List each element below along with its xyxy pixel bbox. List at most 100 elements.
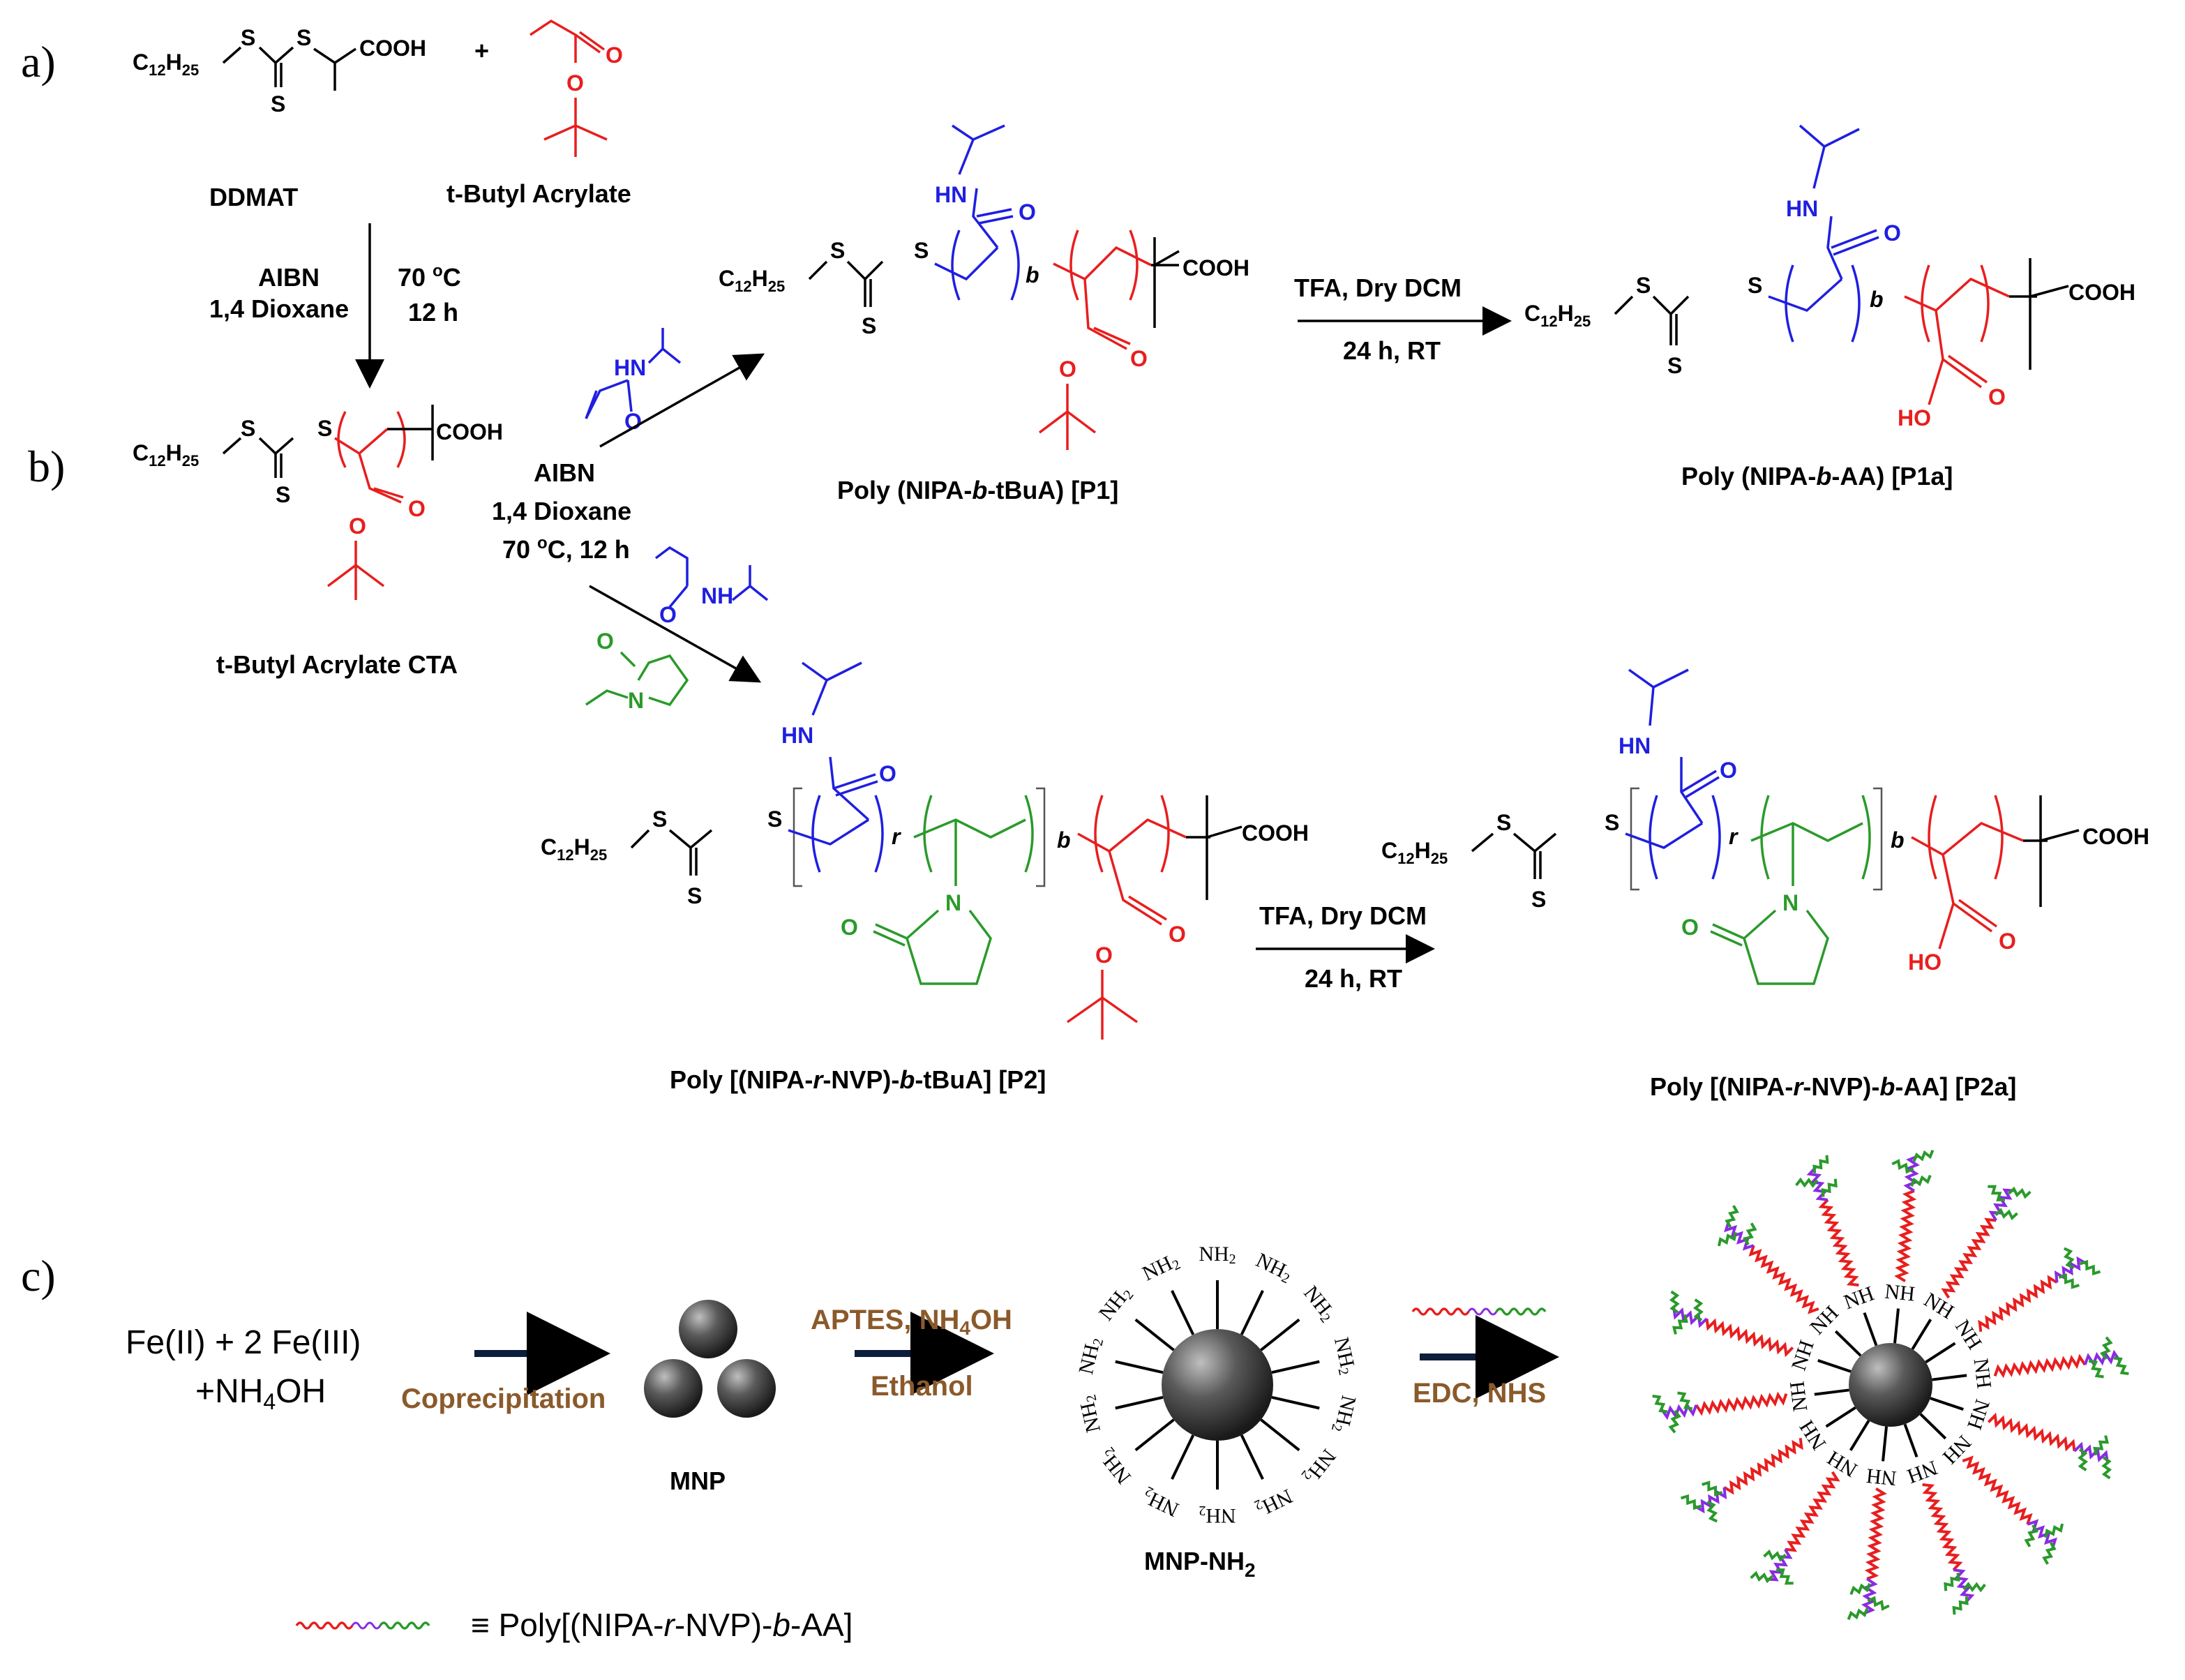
- polymer-chain: [2008, 1186, 2032, 1199]
- polymer-chain: [1894, 1190, 1917, 1283]
- atom-chain: C12H25: [541, 834, 607, 864]
- atom-hn: HN: [935, 182, 967, 207]
- atom-s: S: [1667, 353, 1682, 378]
- nh-linker: NH: [1787, 1337, 1819, 1374]
- atom-s: S: [830, 238, 845, 263]
- nh-linker: NH: [1865, 1464, 1898, 1490]
- polymer-chain: [1922, 1483, 1963, 1571]
- spoke: [1834, 1330, 1862, 1357]
- nh4oh-reagent: +NH4OH: [195, 1373, 326, 1414]
- cond-b-aibn: AIBN: [534, 458, 595, 487]
- atom-s: S: [862, 313, 876, 338]
- polymer-chain: [1941, 1217, 1997, 1299]
- nh2-group: NH2: [1328, 1393, 1360, 1435]
- nvp-monomer: N O: [585, 629, 689, 713]
- polymer-chain: [1763, 1549, 1787, 1562]
- spoke: [1911, 1319, 1932, 1350]
- nh2-group: NH2: [1199, 1243, 1236, 1267]
- polymer-chain: [1864, 1487, 1887, 1580]
- atom-s: S: [1496, 810, 1511, 835]
- polymer-chain: [1724, 1220, 1755, 1251]
- p1a-label: Poly (NIPA-b-AA) [P1a]: [1681, 462, 1953, 490]
- atom-hn: HN: [1619, 733, 1651, 758]
- cond-ethanol: Ethanol: [871, 1371, 973, 1402]
- polymer-chain: [2093, 1435, 2109, 1456]
- legend-text: ≡ Poly[(NIPA-r-NVP)-b-AA]: [471, 1607, 853, 1643]
- polymer-chain: [1993, 1353, 2087, 1379]
- atom-s: S: [1531, 887, 1546, 912]
- polymer-chain: [1978, 1275, 2058, 1332]
- nh2-group: NH2: [1139, 1249, 1182, 1287]
- spoke: [1115, 1360, 1164, 1374]
- atom-s: S: [914, 238, 929, 263]
- atom-hn: HN: [781, 723, 813, 748]
- spoke: [1930, 1397, 1964, 1411]
- polymer-chain: [1702, 1480, 1723, 1497]
- atom-o: O: [659, 602, 677, 627]
- atom-o: O: [1169, 922, 1186, 947]
- polymer-chain: [2083, 1349, 2121, 1367]
- polymer-chain: [1785, 1471, 1840, 1552]
- spoke: [1115, 1395, 1164, 1410]
- spoke: [1171, 1289, 1195, 1335]
- spoke: [1932, 1374, 1967, 1381]
- atom-ho: HO: [1908, 950, 1942, 975]
- cond-aptes: APTES, NH4OH: [811, 1305, 1012, 1339]
- mnp-nh2-label: MNP-NH2: [1144, 1547, 1256, 1581]
- mnp-label: MNP: [670, 1467, 726, 1495]
- polymer-chain: [1910, 1174, 1932, 1187]
- atom-cooh: COOH: [2068, 280, 2135, 305]
- block-b: b: [1891, 827, 1905, 853]
- nh-linker: NH: [1824, 1446, 1861, 1482]
- cond-coprecip: Coprecipitation: [401, 1383, 606, 1414]
- spoke: [1925, 1342, 1956, 1364]
- polymer-chain: [1987, 1412, 2076, 1452]
- cond-dioxane: 1,4 Dioxane: [209, 294, 349, 323]
- p2a-label: Poly [(NIPA-r-NVP)-b-AA] [P2a]: [1650, 1072, 2016, 1101]
- atom-s: S: [1636, 273, 1651, 298]
- polymer-chain: [2063, 1247, 2075, 1270]
- polymer-chain: [1677, 1391, 1693, 1411]
- nh-linker: NH: [1884, 1280, 1916, 1305]
- polymer-chain: [2099, 1336, 2113, 1360]
- polymer-chain: [1912, 1149, 1935, 1162]
- nh2-group: NH2: [1328, 1335, 1360, 1377]
- panel-label-c: c): [21, 1251, 56, 1300]
- nh2-group: NH2: [1095, 1282, 1136, 1326]
- polymer-chain: [1668, 1409, 1682, 1434]
- polymer-chain: [2078, 1448, 2089, 1471]
- p2-structure: C12H25 S S S r O HN N O b: [541, 661, 1309, 1040]
- polymer-chain: [1725, 1205, 1739, 1228]
- p1-structure: C12H25 S S S b O HN COOH O O: [719, 124, 1249, 450]
- spoke: [1814, 1388, 1849, 1396]
- atom-o: O: [408, 496, 426, 521]
- spoke: [1849, 1420, 1870, 1451]
- polymer-chain: [2113, 1356, 2129, 1375]
- polymer-chain: [1694, 1487, 1727, 1514]
- spoke: [1134, 1318, 1175, 1351]
- nh-linker: NH: [1969, 1357, 1996, 1390]
- cond-time: 12 h: [408, 298, 458, 327]
- nh2-group: NH2: [1139, 1483, 1182, 1521]
- polymer-chain: [1705, 1318, 1794, 1358]
- atom-n: N: [1782, 890, 1799, 915]
- ddmat-label: DDMAT: [209, 183, 298, 211]
- polymer-chain: [1660, 1402, 1698, 1420]
- cond-deprotect-1: TFA, Dry DCM: [1294, 273, 1462, 302]
- spoke: [1893, 1308, 1900, 1344]
- polymer-chain: [1795, 1177, 1819, 1188]
- polymer-chain: [1952, 1596, 1969, 1615]
- cond-temp: 70 oC: [398, 262, 461, 292]
- atom-o: O: [349, 513, 366, 539]
- polymer-chain: [1962, 1455, 2033, 1525]
- spoke: [1903, 1423, 1919, 1458]
- polymer-chain: [1750, 1570, 1773, 1584]
- legend: ≡ Poly[(NIPA-r-NVP)-b-AA]: [295, 1607, 853, 1643]
- mnp-cluster: [644, 1300, 776, 1418]
- atom-hn: HN: [1786, 196, 1818, 221]
- polymer-chain: [1849, 1582, 1871, 1596]
- cond-b-temp: 70 oC, 12 h: [502, 534, 630, 564]
- polymer-chain: [2058, 1273, 2080, 1289]
- atom-s: S: [296, 25, 311, 50]
- atom-s: S: [271, 91, 285, 117]
